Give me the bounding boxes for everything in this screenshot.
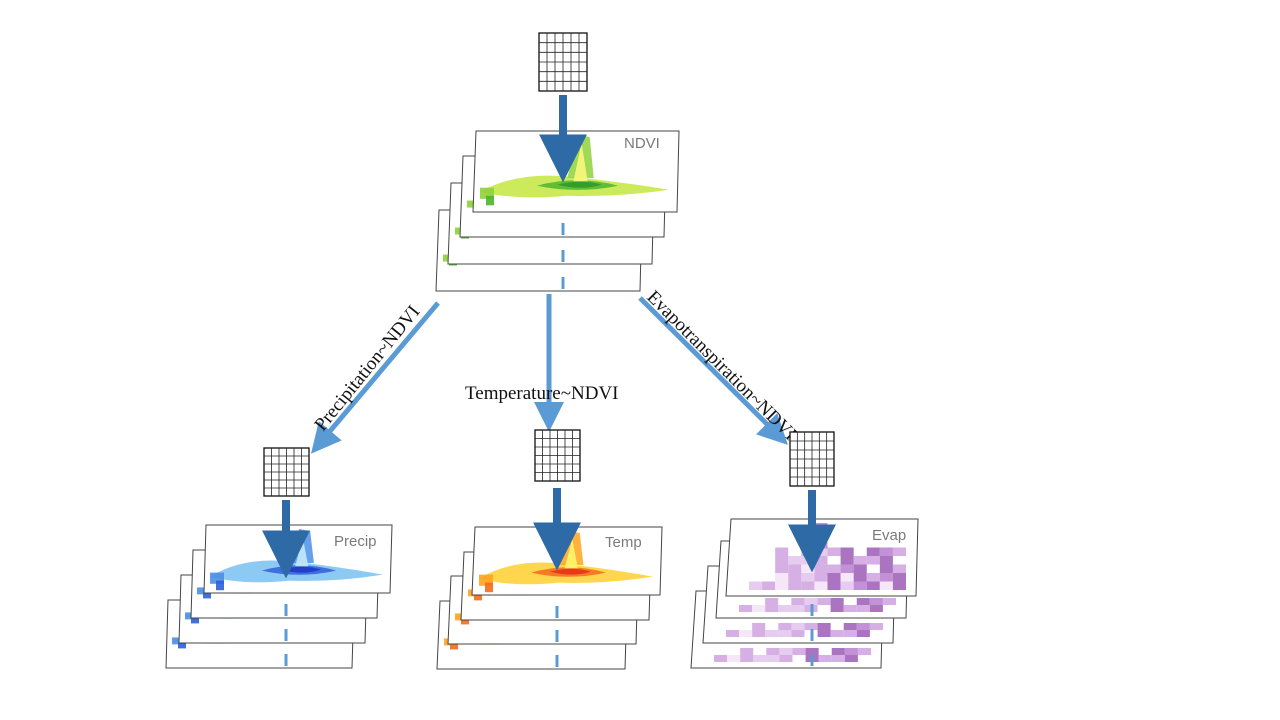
evap-stack: Evap [690, 431, 919, 669]
evapotranspiration-arrow [638, 296, 788, 445]
temperature-label: Temperature~NDVI [465, 383, 619, 404]
precipitation-arrow [310, 301, 440, 454]
ndvi-layers [435, 130, 680, 292]
precipitation-label: Precipitation~NDVI [311, 302, 425, 436]
ndvi-stack: NDVI [435, 32, 680, 292]
precip-label: Precip [334, 533, 377, 550]
precip-stack: Precip [165, 447, 393, 669]
evap-label: Evap [872, 527, 906, 544]
temp-stack: Temp [436, 429, 663, 670]
evap-layer-3-map [714, 648, 871, 662]
evap-grid-icon [789, 431, 835, 487]
temp-label: Temp [605, 534, 642, 551]
ndvi-grid-icon [538, 32, 588, 92]
temp-grid-icon [534, 429, 581, 482]
ndvi-label: NDVI [624, 135, 660, 152]
evapotranspiration-label: Evapotranspiration~NDVI [642, 287, 800, 445]
precip-grid-icon [263, 447, 310, 497]
evap-layer-2-map [726, 623, 883, 637]
